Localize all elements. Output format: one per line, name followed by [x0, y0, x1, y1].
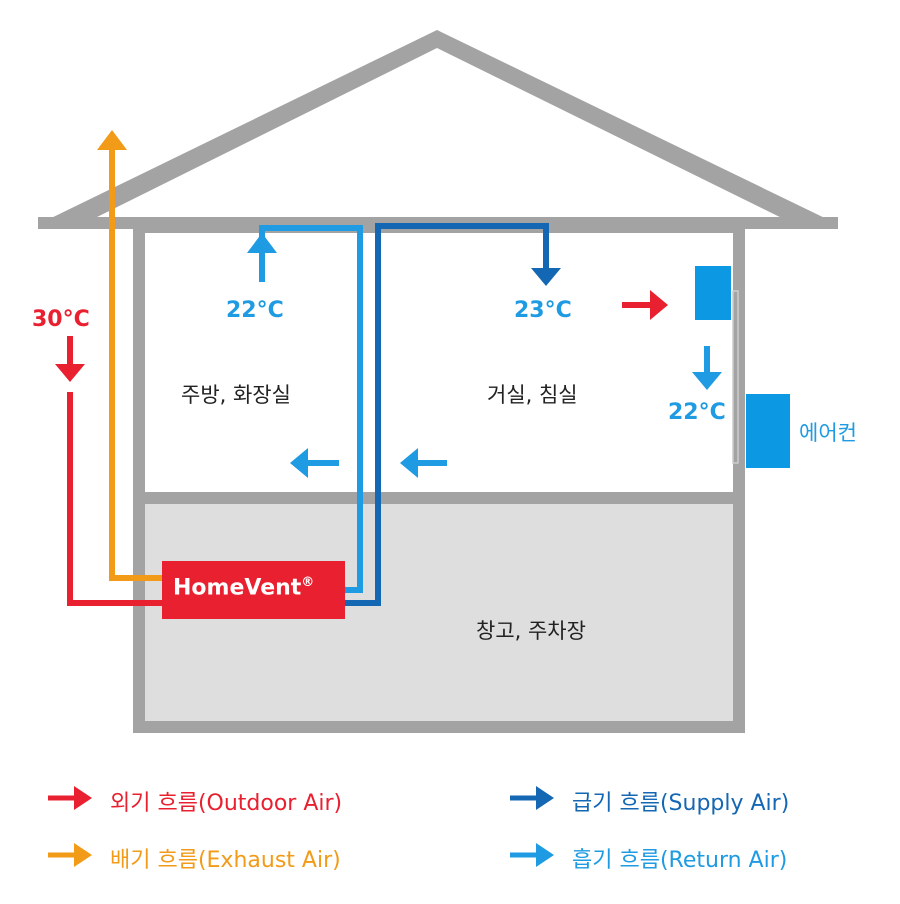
- arrow-icon: [247, 233, 277, 253]
- air-conditioner-icon: [746, 394, 790, 468]
- room-basement-label: 창고, 주차장: [476, 619, 586, 643]
- temp-kitchen-return: 22°C: [226, 298, 284, 323]
- arrow-icon: [74, 786, 92, 810]
- homevent-name: HomeVent: [173, 575, 302, 601]
- aircon-pipe: [732, 290, 739, 464]
- roof: [43, 30, 833, 222]
- arrow-icon: [400, 448, 418, 478]
- room-kitchen-label: 주방, 화장실: [181, 383, 291, 407]
- arrow-icon: [650, 290, 668, 320]
- legend-exhaust: 배기 흐름(Exhaust Air): [110, 848, 341, 873]
- arrow-icon: [55, 364, 85, 382]
- legend-return: 흡기 흐름(Return Air): [572, 848, 788, 873]
- room-living-label: 거실, 침실: [487, 383, 578, 407]
- legend-outdoor: 외기 흐름(Outdoor Air): [110, 791, 343, 816]
- homevent-unit: [162, 561, 345, 619]
- floor-divider: [139, 492, 739, 504]
- temp-outdoor: 30°C: [32, 307, 90, 332]
- air-conditioner-icon: [695, 266, 731, 320]
- legend-supply: 급기 흐름(Supply Air): [572, 791, 790, 816]
- arrow-icon: [536, 786, 554, 810]
- arrow-icon: [692, 372, 722, 390]
- aircon-label: 에어컨: [799, 421, 857, 445]
- temp-living-supply: 23°C: [514, 298, 572, 323]
- arrow-icon: [74, 843, 92, 867]
- arrow-icon: [531, 268, 561, 286]
- supply-flow-line: [345, 223, 549, 606]
- arrow-icon: [97, 130, 127, 150]
- temp-aircon-out: 22°C: [668, 400, 726, 425]
- arrow-icon: [290, 448, 308, 478]
- arrow-icon: [536, 843, 554, 867]
- outdoor-flow-line: [67, 392, 165, 606]
- homevent-label: HomeVent®: [173, 575, 314, 600]
- registered-mark: ®: [301, 575, 315, 590]
